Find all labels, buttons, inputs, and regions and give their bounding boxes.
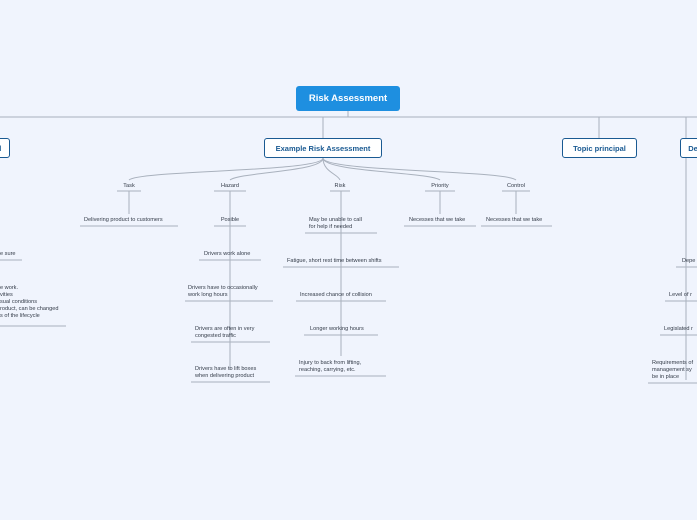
right-branch-item[interactable]: Requirements of management sy be in plac… (652, 359, 694, 380)
control-item[interactable]: Necesses that we take (486, 217, 543, 223)
hazard-item[interactable]: Drivers are often in very congested traf… (195, 326, 255, 339)
risk-item[interactable]: Fatigue, short rest time between shifts (287, 258, 382, 264)
hazard-item[interactable]: Drivers have to occasionally work long h… (188, 285, 258, 298)
hazard-item[interactable]: Posible (220, 217, 240, 223)
hazard-item[interactable]: Drivers have to lift boxes when deliveri… (195, 366, 257, 379)
left-branch-item[interactable]: e sure (0, 251, 16, 257)
left-branch-item[interactable]: e work. vities sual conditions roduct, c… (0, 284, 59, 319)
column-header-task[interactable]: Task (123, 183, 135, 189)
right-branch-item[interactable]: Depe (682, 258, 696, 264)
topic-right-partial[interactable]: De (680, 138, 697, 158)
risk-item[interactable]: Increased chance of collision (300, 292, 372, 298)
topic-left-partial[interactable]: d (0, 138, 10, 158)
column-header-priority[interactable]: Priority (431, 183, 449, 189)
risk-item[interactable]: Injury to back from lifting, reaching, c… (299, 360, 362, 373)
risk-item[interactable]: May be unable to call for help if needed (309, 217, 362, 230)
hazard-item[interactable]: Drivers work alone (204, 251, 251, 257)
topic-example-risk-assessment[interactable]: Example Risk Assessment (264, 138, 382, 158)
column-header-risk[interactable]: Risk (334, 183, 346, 189)
right-branch-item[interactable]: Legislated r (664, 326, 693, 332)
task-item[interactable]: Delivering product to customers (84, 217, 163, 223)
column-header-hazard[interactable]: Hazard (220, 183, 240, 189)
column-header-control[interactable]: Control (506, 183, 526, 189)
topic-principal[interactable]: Topic principal (562, 138, 637, 158)
risk-item[interactable]: Longer working hours (310, 326, 364, 332)
priority-item[interactable]: Necesses that we take (409, 217, 466, 223)
right-branch-item[interactable]: Level of r (669, 292, 693, 298)
root-topic[interactable]: Risk Assessment (296, 86, 400, 111)
